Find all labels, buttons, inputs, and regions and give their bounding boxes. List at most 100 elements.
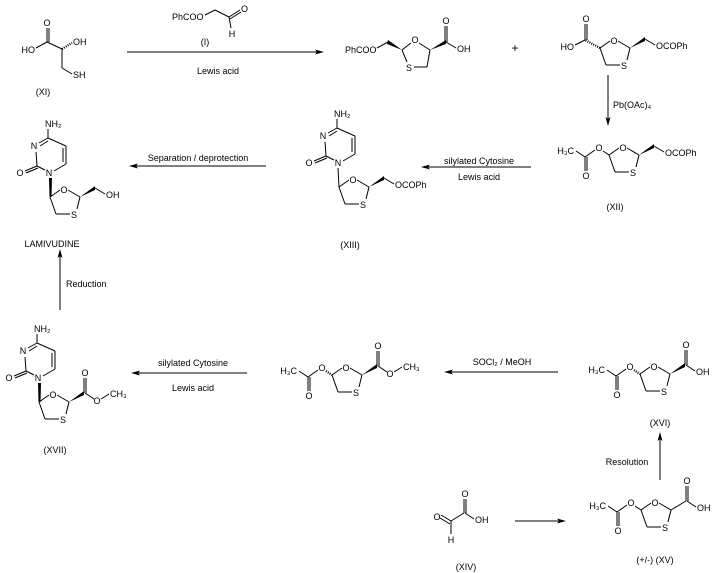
compound-label-xvi: (XVI) bbox=[650, 418, 671, 428]
atom-o: O bbox=[614, 526, 621, 536]
atom-o: O bbox=[93, 396, 100, 406]
compound-label-i: (I) bbox=[201, 37, 210, 47]
atom-ho: HO bbox=[22, 45, 36, 55]
compound-label-xiv: (XIV) bbox=[456, 562, 477, 572]
atom-s: S bbox=[662, 523, 668, 533]
atom-n: N bbox=[31, 141, 38, 151]
atom-o: O bbox=[682, 340, 689, 350]
atom-h3c: H₃C bbox=[589, 501, 606, 511]
condition-reduction: Reduction bbox=[66, 279, 107, 289]
atom-o: O bbox=[626, 362, 633, 372]
atom-o: O bbox=[411, 35, 418, 45]
atom-o: O bbox=[342, 363, 349, 373]
compound-label-xiii: (XIII) bbox=[340, 240, 360, 250]
atom-o: O bbox=[5, 373, 12, 383]
atom-n: N bbox=[35, 373, 42, 383]
atom-h3c: H₃C bbox=[588, 365, 605, 375]
atom-o: O bbox=[49, 390, 56, 400]
plus-sign: + bbox=[511, 41, 518, 55]
product-oxathiolane-acid-1: PhCOO O S O OH bbox=[345, 16, 471, 73]
reaction-arrow-coupling2: silylated Cytosine Lewis acid bbox=[131, 358, 247, 393]
atom-o: O bbox=[318, 363, 325, 373]
reagent-i: PhCOO O H (I) bbox=[172, 4, 248, 47]
product-oxathiolane-acid-2: O S O HO OCOPh bbox=[561, 14, 688, 71]
compound-lamivudine: N N O NH₂ O S OH LAMIVUDINE bbox=[16, 119, 119, 249]
atom-o: O bbox=[305, 158, 312, 168]
atom-o: O bbox=[582, 14, 589, 24]
atom-phcoo: PhCOO bbox=[345, 45, 377, 55]
atom-o: O bbox=[60, 185, 67, 195]
compound-xiii: N N O NH₂ O S OCOPh (XIII) bbox=[305, 109, 426, 250]
atom-oh: OH bbox=[457, 44, 471, 54]
atom-s: S bbox=[621, 61, 627, 71]
atom-o: O bbox=[619, 143, 626, 153]
atom-s: S bbox=[360, 200, 366, 210]
atom-n: N bbox=[335, 158, 342, 168]
compound-xi: O HO OH SH (XI) bbox=[22, 18, 87, 97]
reaction-arrow-oxidation: Pb(OAc)₄ bbox=[605, 75, 652, 126]
atom-nh2: NH₂ bbox=[334, 109, 351, 119]
atom-o: O bbox=[349, 175, 356, 185]
atom-o: O bbox=[16, 168, 23, 178]
compound-xiv: O H O OH (XIV) bbox=[433, 489, 488, 572]
condition-separation-deprotection: Separation / deprotection bbox=[148, 153, 249, 163]
atom-oh: OH bbox=[696, 367, 710, 377]
compound-label-xi: (XI) bbox=[36, 87, 51, 97]
compound-label-xv: (+/-) (XV) bbox=[636, 555, 673, 565]
atom-s: S bbox=[60, 415, 66, 425]
compound-label-xvii: (XVII) bbox=[43, 445, 66, 455]
reaction-arrow-esterification: SOCl₂ / MeOH bbox=[444, 357, 558, 375]
condition-lewis-acid: Lewis acid bbox=[172, 383, 214, 393]
condition-resolution: Resolution bbox=[606, 457, 649, 467]
reaction-arrow-step1: Lewis acid bbox=[127, 49, 324, 76]
atom-nh2: NH₂ bbox=[45, 119, 62, 129]
atom-ho: HO bbox=[561, 42, 575, 52]
condition-lewis-acid: Lewis acid bbox=[458, 172, 500, 182]
atom-h3c: H₃C bbox=[280, 366, 297, 376]
atom-o: O bbox=[433, 512, 440, 522]
atom-phcoo: PhCOO bbox=[172, 12, 204, 22]
atom-o: O bbox=[461, 489, 468, 499]
atom-o: O bbox=[627, 498, 634, 508]
reaction-arrow-cyclization bbox=[515, 518, 566, 524]
atom-h3c: H₃C bbox=[557, 146, 574, 156]
atom-h: H bbox=[229, 29, 236, 39]
atom-ocoph: OCOPh bbox=[665, 148, 697, 158]
atom-o: O bbox=[43, 18, 50, 28]
atom-o: O bbox=[613, 390, 620, 400]
atom-ocoph: OCOPh bbox=[656, 41, 688, 51]
atom-ocoph: OCOPh bbox=[395, 180, 427, 190]
compound-xii: O S O O H₃C OCOPh (XII) bbox=[557, 143, 696, 212]
atom-o: O bbox=[651, 498, 658, 508]
atom-oh: OH bbox=[475, 515, 489, 525]
atom-oh: OH bbox=[697, 503, 711, 513]
atom-o: O bbox=[386, 369, 393, 379]
atom-o: O bbox=[442, 16, 449, 26]
compound-xv: O S O O H₃C O OH (+/-) (XV) bbox=[589, 476, 710, 565]
atom-o: O bbox=[610, 36, 617, 46]
compound-xvi: O S O O H₃C O OH (XVI) bbox=[588, 340, 709, 428]
reaction-arrow-coupling1: silylated Cytosine Lewis acid bbox=[421, 156, 531, 182]
atom-s: S bbox=[630, 168, 636, 178]
atom-o: O bbox=[81, 368, 88, 378]
atom-nh2: NH₂ bbox=[34, 324, 51, 334]
compound-label-lamivudine: LAMIVUDINE bbox=[24, 239, 79, 249]
atom-sh: SH bbox=[73, 70, 86, 80]
atom-n: N bbox=[320, 131, 327, 141]
atom-o: O bbox=[683, 476, 690, 486]
reaction-arrow-deprotection: Separation / deprotection bbox=[129, 153, 266, 169]
reaction-arrow-resolution: Resolution bbox=[606, 432, 663, 480]
reagent-pb-oac4: Pb(OAc)₄ bbox=[613, 100, 652, 110]
atom-o: O bbox=[582, 171, 589, 181]
atom-s: S bbox=[661, 387, 667, 397]
condition-lewis-acid: Lewis acid bbox=[197, 66, 239, 76]
atom-o: O bbox=[305, 391, 312, 401]
compound-methyl-ester: O S O O H₃C O O CH₃ bbox=[280, 341, 420, 401]
atom-oh: OH bbox=[106, 190, 120, 200]
reagent-socl2-meoh: SOCl₂ / MeOH bbox=[473, 357, 532, 367]
atom-n: N bbox=[20, 346, 27, 356]
atom-ch3: CH₃ bbox=[403, 362, 420, 372]
reaction-arrow-reduction: Reduction bbox=[57, 249, 107, 310]
compound-label-xii: (XII) bbox=[607, 202, 624, 212]
